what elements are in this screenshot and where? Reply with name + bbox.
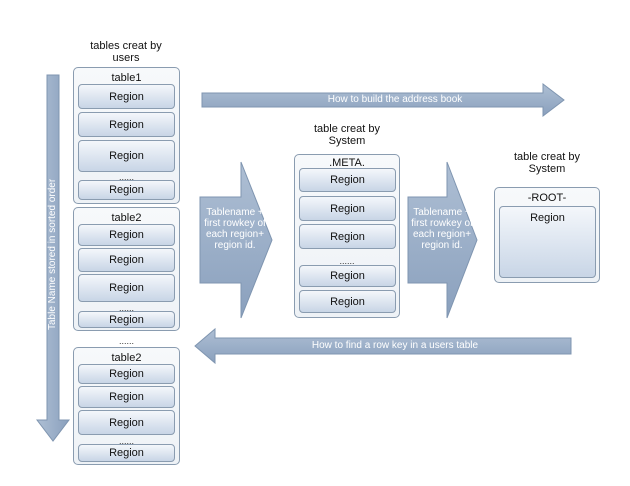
region-box: Region	[78, 364, 175, 384]
find-row-key-label: How to find a row key in a users table	[311, 340, 479, 351]
meta-table-heading: table creat by System	[313, 123, 381, 147]
region-box: Region	[78, 311, 175, 328]
user-tables-heading: tables creat by users	[90, 40, 162, 64]
meta-title: .META.	[329, 157, 365, 169]
region-box: Region	[78, 274, 175, 302]
region-box: Region	[78, 444, 175, 462]
region-box: Region	[299, 224, 396, 249]
region-box: Region	[78, 112, 175, 137]
user-table-group: table2 Region Region Region ...... Regio…	[73, 207, 180, 331]
region-box: Region	[78, 248, 175, 272]
table-title: table2	[111, 212, 142, 224]
region-box: Region	[299, 265, 396, 287]
chevron-arrow-right	[407, 161, 478, 319]
meta-table: .META. Region Region Region ...... Regio…	[294, 154, 400, 318]
region-box: Region	[299, 168, 396, 192]
table-title: table1	[111, 72, 142, 84]
ellipsis: ......	[339, 256, 355, 266]
table-title: table2	[111, 352, 142, 364]
ellipsis: ......	[118, 436, 134, 446]
region-box: Region	[299, 290, 396, 313]
region-box: Region	[78, 84, 175, 109]
ellipsis: ......	[118, 172, 134, 182]
chevron-left-label: Tablename + first rowkey of each region+…	[204, 207, 266, 251]
region-box: Region	[78, 386, 175, 408]
build-address-book-label: How to build the address book	[327, 94, 463, 105]
region-box: Region	[78, 410, 175, 435]
between-groups-ellipsis: ......	[118, 336, 134, 346]
root-table: -ROOT- Region	[494, 187, 600, 283]
region-box: Region	[499, 206, 596, 278]
region-box: Region	[78, 180, 175, 200]
region-box: Region	[299, 196, 396, 221]
user-table-group: table2 Region Region Region ...... Regio…	[73, 347, 180, 465]
chevron-arrow-left	[199, 161, 273, 319]
user-table-group: table1 Region Region Region ...... Regio…	[73, 67, 180, 204]
ellipsis: ......	[118, 303, 134, 313]
root-table-heading: table creat by System	[513, 151, 581, 175]
sorted-order-arrow	[35, 74, 71, 442]
region-box: Region	[78, 224, 175, 246]
find-row-key-arrow	[194, 327, 572, 365]
root-title: -ROOT-	[527, 192, 567, 204]
sorted-order-label: Table Name stored in sorted order	[47, 178, 58, 330]
chevron-right-label: Tablename + first rowkey of each region+…	[411, 207, 473, 251]
region-box: Region	[78, 140, 175, 172]
build-address-book-arrow	[201, 82, 565, 118]
